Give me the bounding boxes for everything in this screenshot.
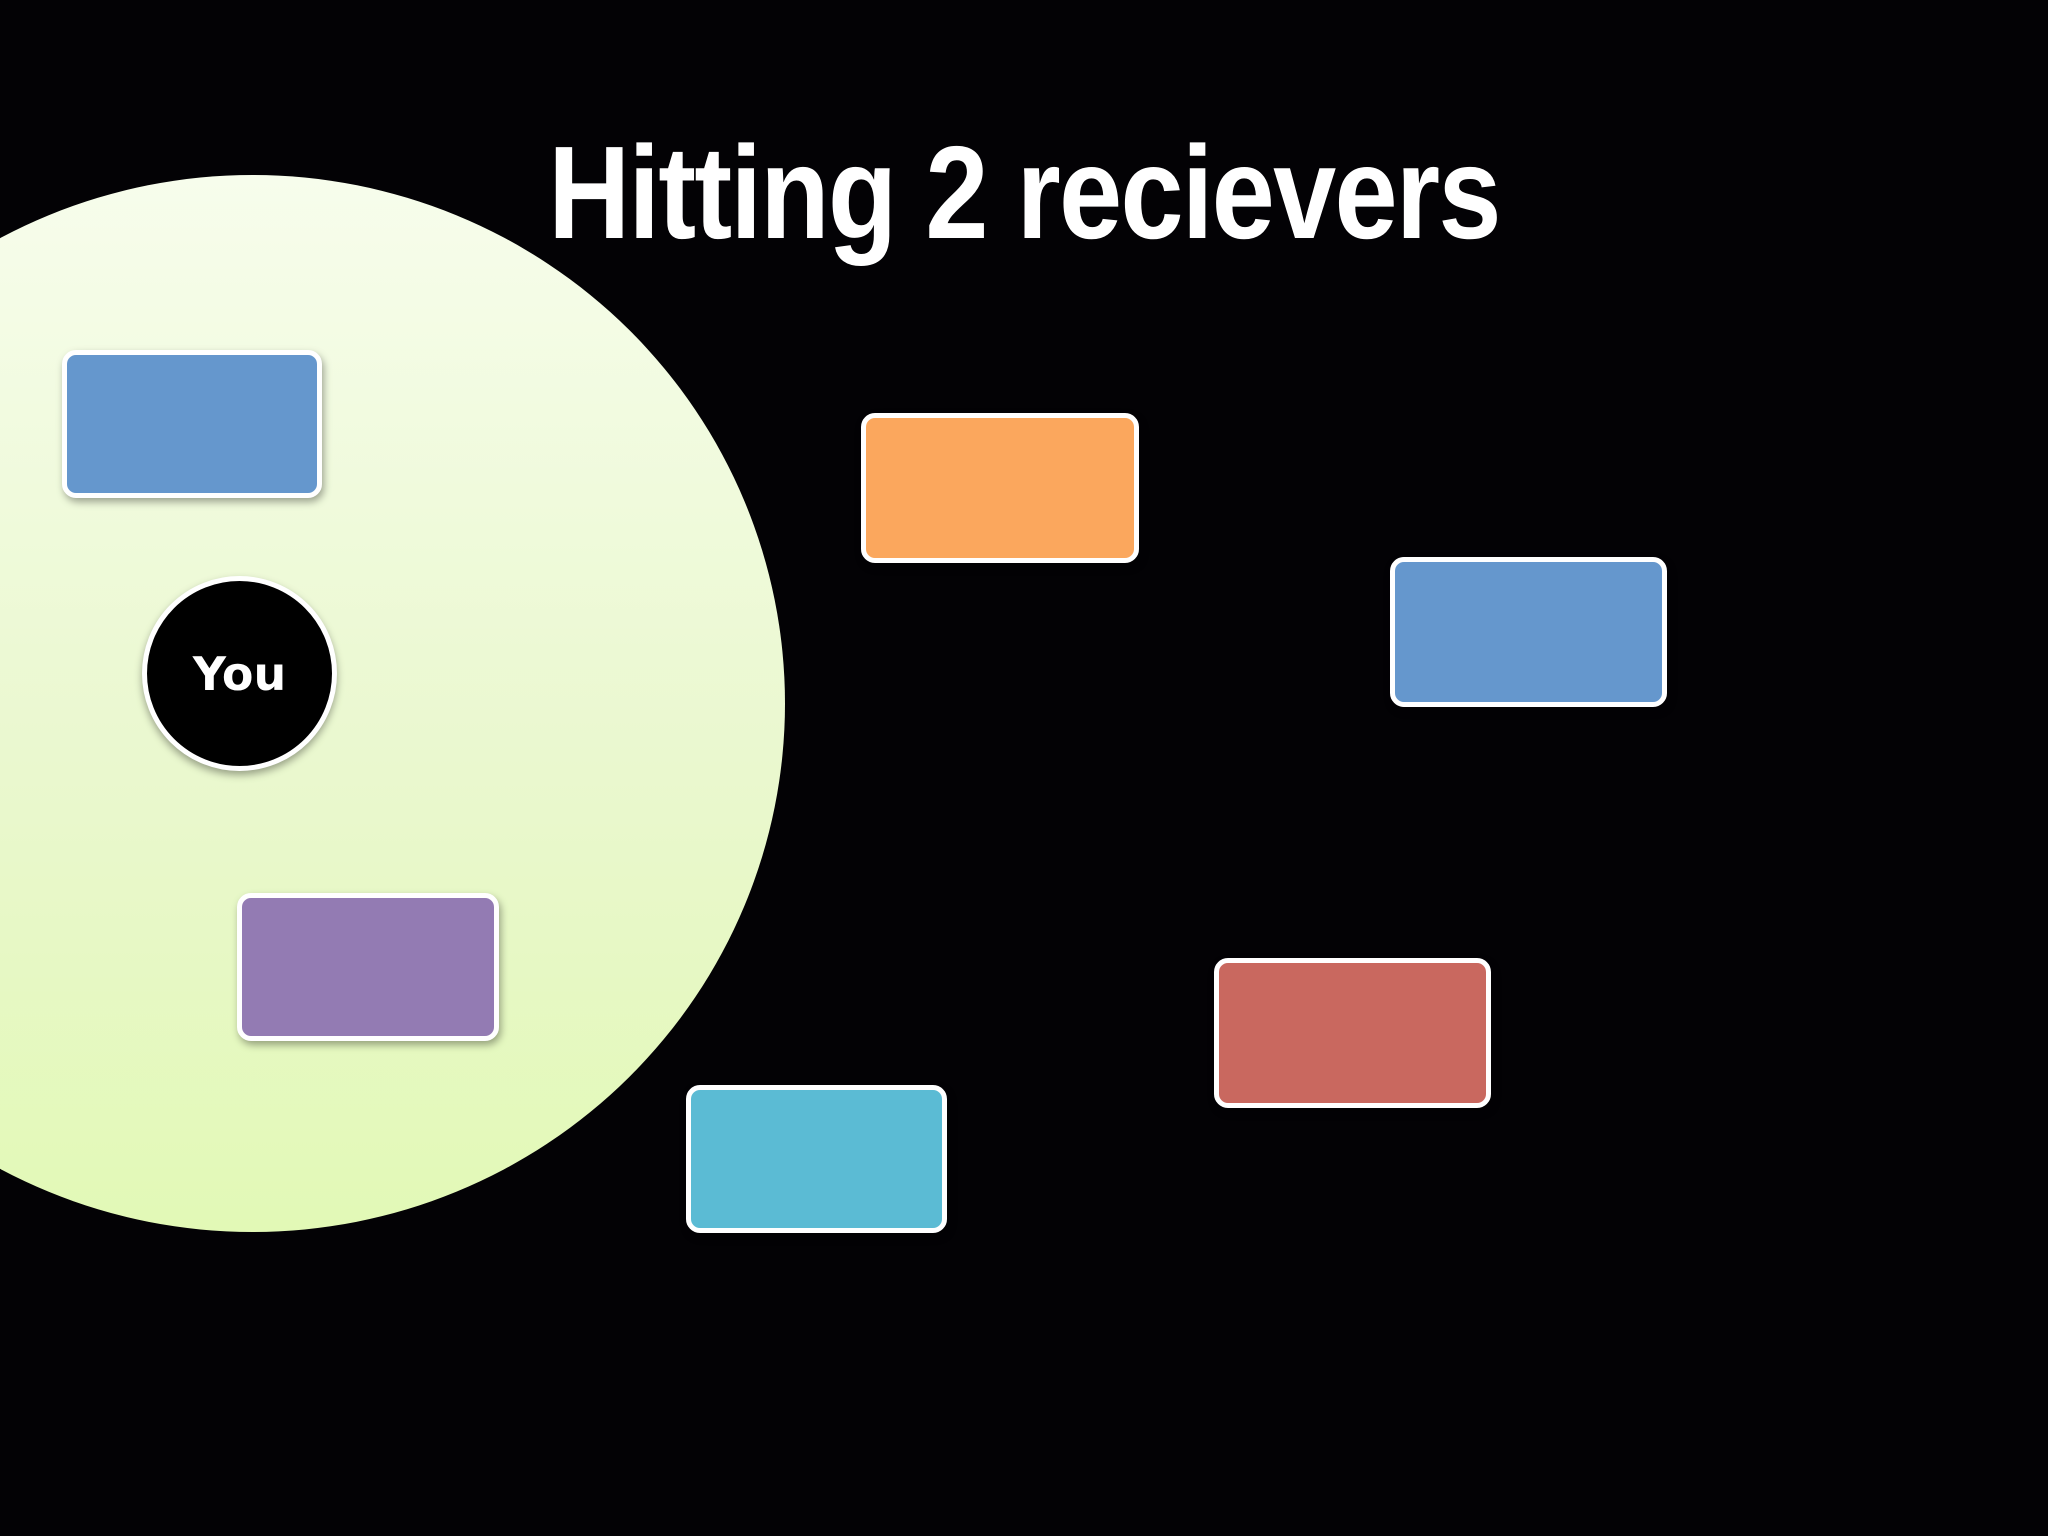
receiver-node-blue	[1390, 557, 1667, 707]
you-node: You	[142, 576, 337, 771]
receiver-node-cyan	[686, 1085, 947, 1233]
slide-title: Hitting 2 recievers	[548, 119, 1501, 266]
receiver-node-orange	[861, 413, 1139, 563]
you-label: You	[192, 646, 287, 701]
receiver-node-purple-in-range	[237, 893, 499, 1041]
transmission-range-circle	[0, 175, 785, 1232]
receiver-node-blue-in-range	[62, 350, 322, 498]
receiver-node-red	[1214, 958, 1491, 1108]
